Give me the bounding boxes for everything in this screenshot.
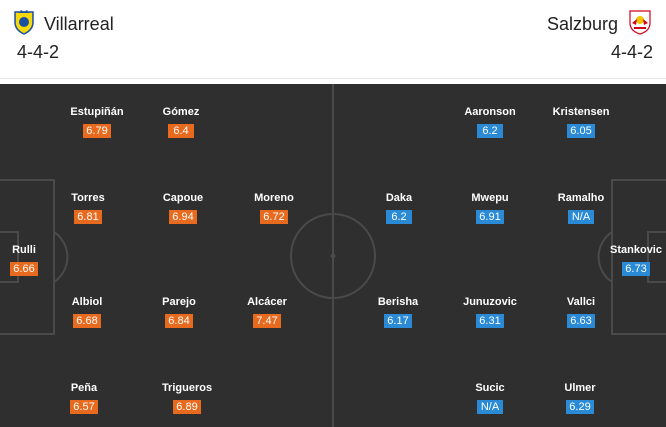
player-rating: N/A	[568, 210, 594, 224]
player-rating: 6.68	[73, 314, 101, 328]
player-name: Sucic	[475, 382, 505, 394]
home-player[interactable]: Estupiñán 6.79	[52, 106, 142, 138]
home-player[interactable]: Torres 6.81	[43, 192, 133, 224]
away-formation: 4-4-2	[610, 42, 653, 62]
player-name: Capoue	[162, 192, 204, 204]
player-rating: 6.73	[622, 262, 650, 276]
home-player[interactable]: Moreno 6.72	[229, 192, 319, 224]
player-rating: 6.29	[566, 400, 594, 414]
away-team[interactable]: Salzburg	[547, 9, 654, 40]
home-player[interactable]: Capoue 6.94	[138, 192, 228, 224]
home-team[interactable]: Villarreal	[12, 9, 114, 40]
pitch-markings	[0, 84, 666, 427]
player-rating: 6.72	[260, 210, 288, 224]
home-player[interactable]: Gómez 6.4	[136, 106, 226, 138]
player-name: Aaronson	[464, 106, 516, 118]
salzburg-crest-icon	[626, 9, 654, 40]
away-player[interactable]: Mwepu 6.91	[445, 192, 535, 224]
away-player[interactable]: Junuzovic 6.31	[445, 296, 535, 328]
header-divider	[0, 78, 666, 79]
player-name: Moreno	[254, 192, 294, 204]
player-name: Daka	[385, 192, 413, 204]
match-header: Villarreal 4-4-2 Salzburg 4-4-2	[0, 0, 666, 84]
away-team-name: Salzburg	[546, 14, 618, 34]
player-name: Torres	[71, 192, 105, 204]
player-name: Stankovic	[610, 244, 662, 256]
away-player[interactable]: Aaronson 6.2	[445, 106, 535, 138]
player-rating: 6.57	[70, 400, 98, 414]
away-player[interactable]: Sucic N/A	[445, 382, 535, 414]
away-player[interactable]: Stankovic 6.73	[591, 244, 666, 276]
away-player[interactable]: Vallci 6.63	[536, 296, 626, 328]
home-player[interactable]: Albiol 6.68	[42, 296, 132, 328]
home-player[interactable]: Alcácer 7.47	[222, 296, 312, 328]
player-rating: 6.2	[477, 124, 503, 138]
player-name: Junuzovic	[463, 296, 517, 308]
player-rating: 6.2	[386, 210, 412, 224]
pitch: Estupiñán 6.79 Gómez 6.4 Torres 6.81 Cap…	[0, 84, 666, 427]
home-player[interactable]: Rulli 6.66	[0, 244, 69, 276]
home-team-name: Villarreal	[44, 14, 114, 34]
player-name: Peña	[70, 382, 98, 394]
away-player[interactable]: Ramalho N/A	[536, 192, 626, 224]
home-player[interactable]: Trigueros 6.89	[142, 382, 232, 414]
player-rating: 7.47	[253, 314, 281, 328]
player-name: Vallci	[566, 296, 596, 308]
home-player[interactable]: Peña 6.57	[39, 382, 129, 414]
home-player[interactable]: Parejo 6.84	[134, 296, 224, 328]
player-name: Albiol	[71, 296, 103, 308]
player-name: Berisha	[377, 296, 419, 308]
player-rating: 6.89	[173, 400, 201, 414]
player-rating: 6.79	[83, 124, 111, 138]
home-formation: 4-4-2	[17, 42, 60, 62]
player-rating: 6.81	[74, 210, 102, 224]
player-name: Ulmer	[564, 382, 596, 394]
player-rating: 6.91	[476, 210, 504, 224]
player-name: Parejo	[162, 296, 196, 308]
player-rating: 6.05	[567, 124, 595, 138]
player-rating: 6.84	[165, 314, 193, 328]
player-name: Ramalho	[557, 192, 605, 204]
away-player[interactable]: Kristensen 6.05	[536, 106, 626, 138]
player-name: Mwepu	[471, 192, 509, 204]
player-name: Gómez	[162, 106, 200, 118]
player-rating: 6.31	[476, 314, 504, 328]
away-player[interactable]: Ulmer 6.29	[535, 382, 625, 414]
player-rating: 6.4	[168, 124, 194, 138]
player-name: Trigueros	[161, 382, 213, 394]
player-rating: 6.66	[10, 262, 38, 276]
away-player[interactable]: Daka 6.2	[354, 192, 444, 224]
player-rating: 6.94	[169, 210, 197, 224]
player-name: Rulli	[12, 244, 36, 256]
player-rating: N/A	[477, 400, 503, 414]
player-name: Estupiñán	[70, 106, 124, 118]
player-rating: 6.63	[567, 314, 595, 328]
player-name: Kristensen	[552, 106, 610, 118]
player-rating: 6.17	[384, 314, 412, 328]
away-player[interactable]: Berisha 6.17	[353, 296, 443, 328]
player-name: Alcácer	[247, 296, 287, 308]
villarreal-crest-icon	[12, 9, 36, 40]
